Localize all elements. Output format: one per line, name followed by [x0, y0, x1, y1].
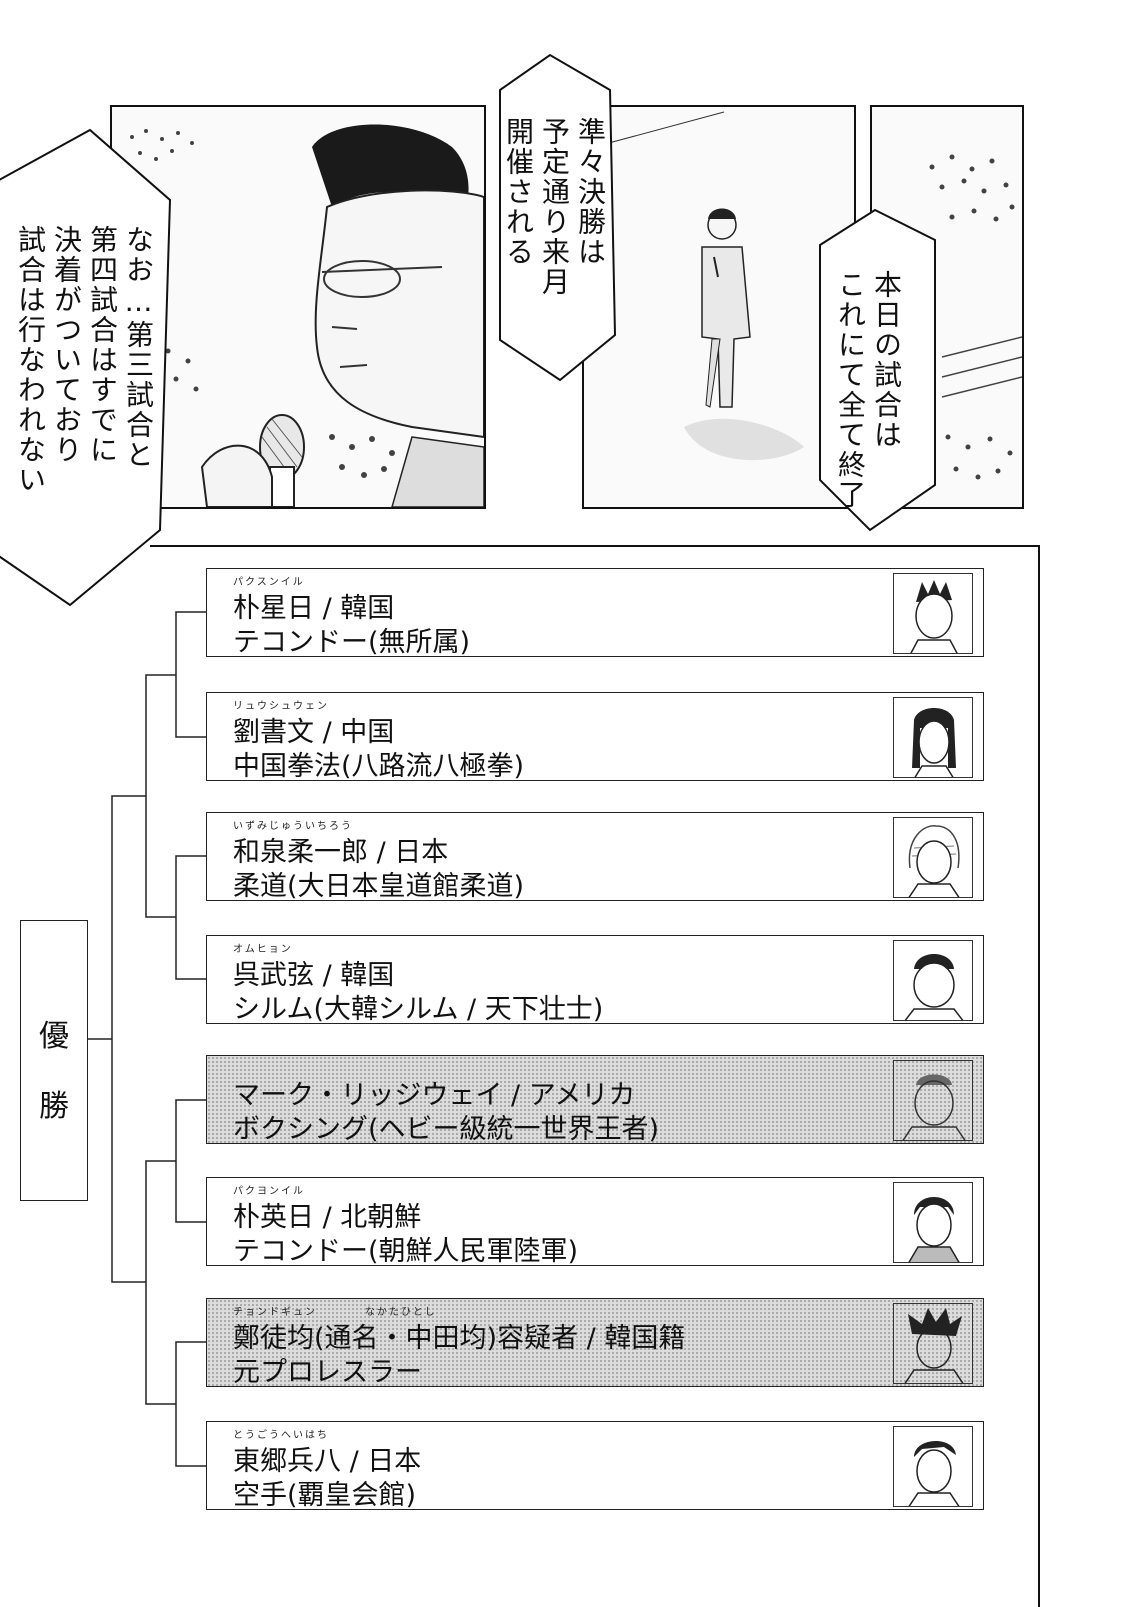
bracket-entry-2: リュウシュウェン 劉書文 / 中国 中国拳法(八路流八極拳): [206, 692, 984, 782]
entry-ruby: チョンドギュン なかたひとし: [233, 1307, 437, 1318]
speech-text-right: 本日の試合は これにて全て終了: [834, 270, 903, 510]
arena-crowd-illustration: [929, 154, 1022, 480]
entry-ruby: いずみじゅういちろう: [233, 821, 353, 832]
entry-name: 呉武弦 / 韓国: [233, 960, 395, 991]
bracket-entry-7: チョンドギュン なかたひとし 鄭徒均(通名・中田均)容疑者 / 韓国籍 元プロレ…: [206, 1298, 984, 1388]
entry-style: ボクシング(ヘビー級統一世界王者): [233, 1114, 660, 1145]
fighter-portrait: [893, 573, 973, 654]
champion-label-char-1: 優: [39, 1019, 69, 1054]
panel-announcer-full: [582, 105, 856, 509]
bracket-entry-8: とうごうへいはち 東郷兵八 / 日本 空手(覇皇会館): [206, 1421, 984, 1511]
fighter-portrait: [893, 1426, 973, 1507]
bracket-entry-5: マーク・リッジウェイ / アメリカ ボクシング(ヘビー級統一世界王者): [206, 1055, 984, 1145]
panel-announcer-closeup: [110, 105, 486, 509]
entry-style: 中国拳法(八路流八極拳): [233, 751, 525, 782]
entry-name: 東郷兵八 / 日本: [233, 1446, 422, 1477]
announcer-closeup-illustration: [127, 124, 484, 507]
entry-style: 元プロレスラー: [233, 1357, 422, 1388]
entry-ruby: パクヨンイル: [233, 1186, 305, 1197]
speech-text-left: なお…第三試合と 第四試合はすでに 決着がついており 試合は行なわれない: [14, 225, 155, 495]
entry-name: 劉書文 / 中国: [233, 717, 395, 748]
entry-style: シルム(大韓シルム / 天下壮士): [233, 994, 604, 1025]
fighter-portrait: [893, 940, 973, 1021]
speech-bubble-center-shape: [499, 53, 617, 382]
champion-label-char-2: 勝: [39, 1089, 69, 1124]
entry-name: 朴星日 / 韓国: [233, 593, 395, 624]
entry-name: 鄭徒均(通名・中田均)容疑者 / 韓国籍: [233, 1323, 686, 1354]
speech-bubble-left: なお…第三試合と 第四試合はすでに 決着がついており 試合は行なわれない: [0, 128, 180, 610]
fighter-portrait: [893, 1060, 973, 1141]
speech-bubble-right: 本日の試合は これにて全て終了: [810, 208, 940, 535]
entry-ruby: オムヒョン: [233, 944, 293, 955]
bracket-entry-4: オムヒョン 呉武弦 / 韓国 シルム(大韓シルム / 天下壮士): [206, 935, 984, 1025]
bracket-entry-3: いずみじゅういちろう 和泉柔一郎 / 日本 柔道(大日本皇道館柔道): [206, 812, 984, 902]
bracket-entry-6: パクヨンイル 朴英日 / 北朝鮮 テコンドー(朝鮮人民軍陸軍): [206, 1177, 984, 1267]
entry-name: マーク・リッジウェイ / アメリカ: [233, 1080, 636, 1111]
speech-bubble-center: 準々決勝は 予定通り来月 開催される: [490, 53, 620, 385]
speech-text-center: 準々決勝は 予定通り来月 開催される: [502, 117, 607, 297]
champion-label-box: 優 勝: [20, 920, 88, 1201]
announcer-full-illustration: [593, 111, 804, 461]
fighter-portrait: [893, 817, 973, 898]
entry-ruby: リュウシュウェン: [233, 701, 329, 712]
fighter-portrait: [893, 1182, 973, 1263]
bracket-frame: [150, 545, 1040, 1607]
entry-ruby: とうごうへいはち: [233, 1430, 329, 1441]
entry-style: テコンドー(無所属): [233, 627, 471, 658]
fighter-portrait: [893, 1303, 973, 1384]
entry-ruby: パクスンイル: [233, 577, 305, 588]
entry-style: 柔道(大日本皇道館柔道): [233, 871, 525, 902]
entry-name: 和泉柔一郎 / 日本: [233, 837, 449, 868]
speech-bubble-right-shape: [819, 208, 936, 532]
entry-style: テコンドー(朝鮮人民軍陸軍): [233, 1236, 579, 1267]
entry-name: 朴英日 / 北朝鮮: [233, 1202, 422, 1233]
speech-bubble-left-shape: [0, 128, 172, 607]
bracket-entry-1: パクスンイル 朴星日 / 韓国 テコンドー(無所属): [206, 568, 984, 658]
entry-style: 空手(覇皇会館): [233, 1480, 417, 1511]
fighter-portrait: [893, 697, 973, 778]
